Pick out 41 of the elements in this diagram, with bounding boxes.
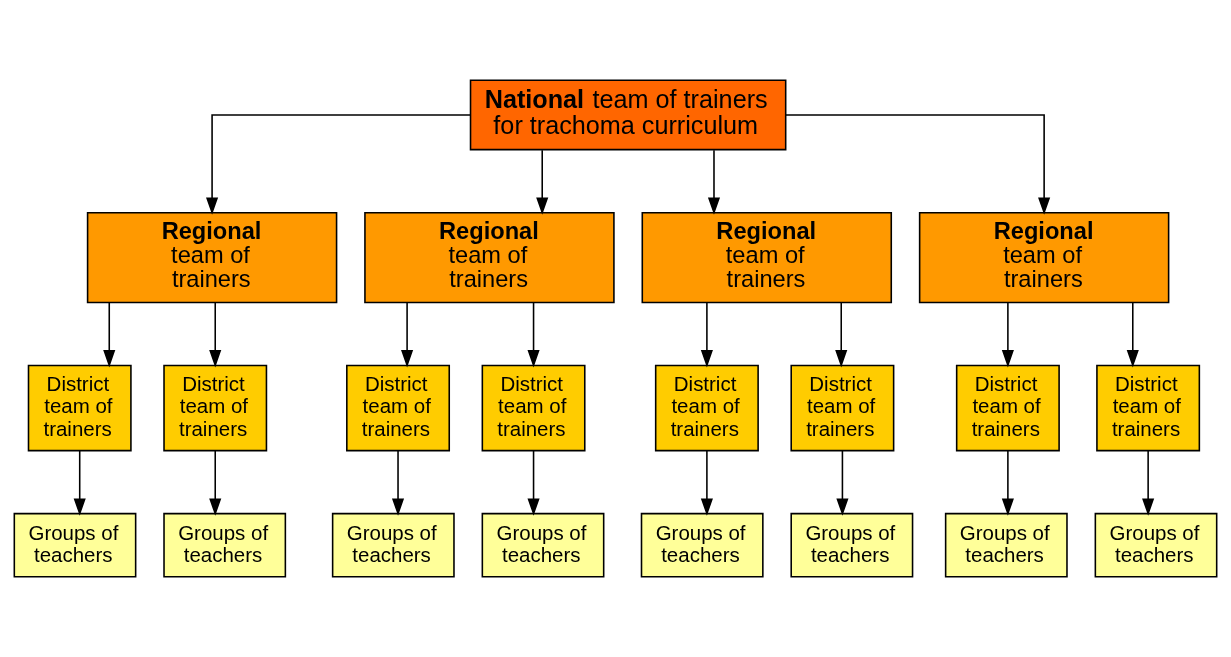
node-box: Groups of teachers bbox=[163, 512, 287, 578]
arrow bbox=[1142, 449, 1155, 516]
node-box: District team of trainers bbox=[1096, 364, 1201, 452]
arrow bbox=[206, 114, 472, 215]
arrow bbox=[700, 449, 713, 516]
node-box: District team of trainers bbox=[481, 364, 586, 452]
node-box: District team of trainers bbox=[27, 364, 132, 452]
arrow bbox=[401, 301, 414, 368]
arrow bbox=[527, 449, 540, 516]
arrow bbox=[73, 449, 86, 516]
arrow bbox=[785, 114, 1051, 215]
node-box: Groups of teachers bbox=[331, 512, 455, 578]
node-box: District team of trainers bbox=[163, 364, 268, 452]
arrow bbox=[536, 149, 549, 215]
arrow bbox=[103, 301, 116, 368]
node-box: District team of trainers bbox=[346, 364, 451, 452]
arrow bbox=[836, 449, 849, 516]
node-box: Regional team of trainers bbox=[364, 211, 615, 304]
node-box: Groups of teachers bbox=[13, 512, 137, 578]
node-box: Regional team of trainers bbox=[918, 211, 1170, 304]
arrow bbox=[391, 449, 405, 516]
node-box: Groups of teachers bbox=[640, 512, 764, 578]
arrow bbox=[1001, 449, 1014, 516]
arrow bbox=[835, 301, 848, 368]
node-box: Groups of teachers bbox=[481, 512, 605, 578]
node-box: District team of trainers bbox=[955, 364, 1060, 452]
node-box: District team of trainers bbox=[790, 364, 895, 452]
node-box: Regional team of trainers bbox=[86, 211, 338, 304]
arrow bbox=[707, 149, 721, 215]
node-box: Regional team of trainers bbox=[641, 211, 893, 304]
arrow bbox=[1126, 301, 1139, 368]
arrow bbox=[700, 301, 713, 368]
arrow bbox=[1001, 301, 1014, 368]
node-box: Groups of teachers bbox=[790, 512, 914, 578]
node-box: Groups of teachers bbox=[1094, 512, 1218, 578]
node-box: National team of trainers for trachoma curriculum bbox=[469, 79, 787, 151]
arrow bbox=[209, 449, 222, 516]
arrow bbox=[527, 301, 540, 368]
node-box: District team of trainers bbox=[654, 364, 759, 452]
node-box: Groups of teachers bbox=[944, 512, 1068, 578]
arrow bbox=[209, 301, 222, 368]
